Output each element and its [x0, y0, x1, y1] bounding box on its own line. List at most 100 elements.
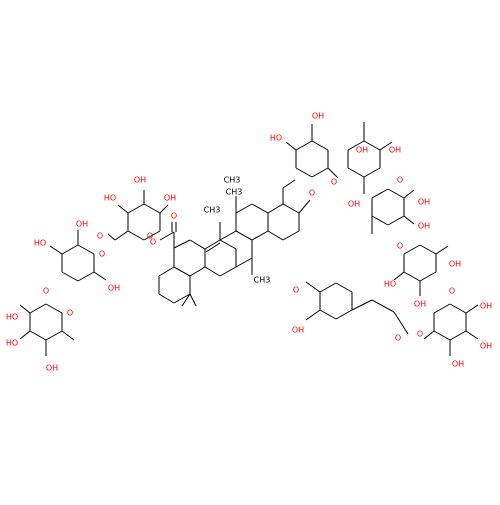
- ring-b-bond: [235, 230, 253, 241]
- hydroxyl-bond: [465, 330, 479, 340]
- ring-e2-bond: [158, 266, 175, 277]
- ring-a-bond: [282, 203, 300, 214]
- hydroxyl-label: OH: [414, 300, 426, 309]
- hydroxyl-label: OH: [46, 364, 58, 373]
- ch2-bond: [114, 230, 129, 241]
- ring-a-bond: [267, 203, 284, 214]
- hydroxyl-label: OH: [356, 146, 368, 155]
- hydroxyl-bond: [49, 245, 63, 255]
- hydroxyl-label: HO: [6, 313, 18, 322]
- carbonyl-oxygen-label: O: [171, 212, 177, 221]
- sugar-ring-bond: [403, 271, 421, 282]
- aromatic-ring-bond: [319, 282, 337, 293]
- hydroxyl-label: OH: [76, 220, 88, 229]
- aromatic-ring-bond: [319, 309, 337, 320]
- hydroxyl-label: OH: [418, 222, 430, 231]
- sugar-ring-bond: [449, 303, 467, 314]
- methyl-bond: [189, 293, 197, 307]
- ring-oxygen-label: O: [67, 309, 73, 318]
- ring-d-bond: [204, 239, 221, 250]
- sugar-ring-bond: [387, 188, 405, 199]
- sugar-ring-bond: [419, 271, 437, 282]
- sugar-ring-bond: [45, 303, 63, 314]
- hydroxyl-bond: [285, 141, 297, 151]
- sugar-ring-bond: [127, 203, 145, 214]
- alkene-bond: [351, 299, 373, 311]
- ring-d-bond: [204, 266, 221, 277]
- ring-d-bond: [219, 266, 237, 277]
- methyl-label: CH3: [204, 206, 221, 215]
- hydroxyl-bond: [305, 309, 321, 321]
- hydroxyl-bond: [117, 204, 129, 214]
- methyl-bond: [181, 293, 191, 307]
- hydroxyl-bond: [465, 304, 479, 314]
- ring-a-bond: [267, 230, 284, 241]
- ring-a-bond: [282, 230, 300, 241]
- methyl-bond: [282, 179, 296, 189]
- sugar-ring-bond: [363, 140, 381, 151]
- glycosidic-oxygen-label: O: [449, 287, 455, 296]
- methyl-label: CH3: [254, 276, 271, 285]
- ring-oxygen-label: O: [147, 232, 153, 241]
- hydroxyl-bond: [403, 215, 415, 225]
- ring-oxygen-label: O: [99, 250, 105, 259]
- sugar-ring-bond: [127, 230, 145, 241]
- sugar-ring-bond: [387, 215, 405, 226]
- methyl-label: CH3: [224, 176, 241, 185]
- sugar-ring-bond: [295, 167, 313, 178]
- sugar-ring-bond: [347, 167, 365, 178]
- bond-lines: [19, 122, 479, 356]
- ch2-bond: [423, 330, 435, 340]
- sugar-ring-bond: [61, 244, 79, 255]
- sugar-ring-bond: [143, 203, 161, 214]
- sugar-ring-bond: [371, 215, 389, 226]
- glycosidic-oxygen-label: O: [97, 232, 103, 241]
- aromatic-ring-bond: [335, 309, 353, 320]
- methoxy-bond: [305, 281, 321, 293]
- sugar-ring-bond: [45, 330, 63, 341]
- methyl-label: CH3: [226, 188, 243, 197]
- sugar-ring-bond: [363, 167, 381, 178]
- ring-e2-bond: [173, 266, 191, 277]
- sugar-ring-bond: [77, 244, 95, 255]
- hydroxyl-label: OH: [452, 360, 464, 369]
- glycosidic-oxygen-label: O: [397, 176, 403, 185]
- hydroxyl-label: HO: [384, 280, 396, 289]
- sugar-ring-bond: [449, 330, 467, 341]
- ring-e-bond: [189, 266, 206, 277]
- hydroxyl-label: OH: [348, 200, 360, 209]
- sugar-ring-bond: [29, 330, 47, 341]
- glycosidic-oxygen-label: O: [331, 178, 337, 187]
- sugar-ring-bond: [371, 188, 389, 199]
- hydroxyl-label: HO: [104, 194, 116, 203]
- ester-bond: [393, 311, 409, 335]
- hydroxyl-bond: [393, 271, 405, 281]
- hydroxyl-label: OH: [389, 146, 401, 155]
- sugar-ring-bond: [403, 244, 421, 255]
- hydroxyl-bond: [19, 330, 31, 340]
- ring-e2-bond: [158, 293, 175, 304]
- c3-oxygen-bond: [298, 199, 311, 214]
- sugar-ring-bond: [433, 330, 451, 341]
- sugar-ring-bond: [433, 303, 451, 314]
- glycosidic-oxygen-label: O: [397, 242, 403, 251]
- hydroxyl-bond: [379, 141, 393, 151]
- sugar-ring-bond: [143, 230, 161, 241]
- alkene-bond: [371, 299, 395, 313]
- sugar-ring-bond: [295, 140, 313, 151]
- ch2-bond: [435, 245, 449, 255]
- hydroxyl-label: OH: [418, 198, 430, 207]
- ester-oxygen-label: O: [417, 330, 423, 339]
- atom-labels: CH3CH3CH3CH3OOOOHOHHOOOOHHOOHOOHOHOOHOOH…: [6, 112, 492, 373]
- carbonyl-oxygen-label: O: [395, 334, 401, 343]
- hydroxyl-bond: [159, 204, 169, 214]
- hydroxyl-label: HO: [270, 134, 282, 143]
- hydroxyl-bond: [19, 304, 31, 314]
- ring-e-bond: [189, 239, 206, 250]
- ch2-bond: [107, 233, 116, 241]
- sugar-ring-bond: [311, 167, 329, 178]
- hydroxyl-label: OH: [108, 284, 120, 293]
- ring-b-bond: [235, 203, 253, 214]
